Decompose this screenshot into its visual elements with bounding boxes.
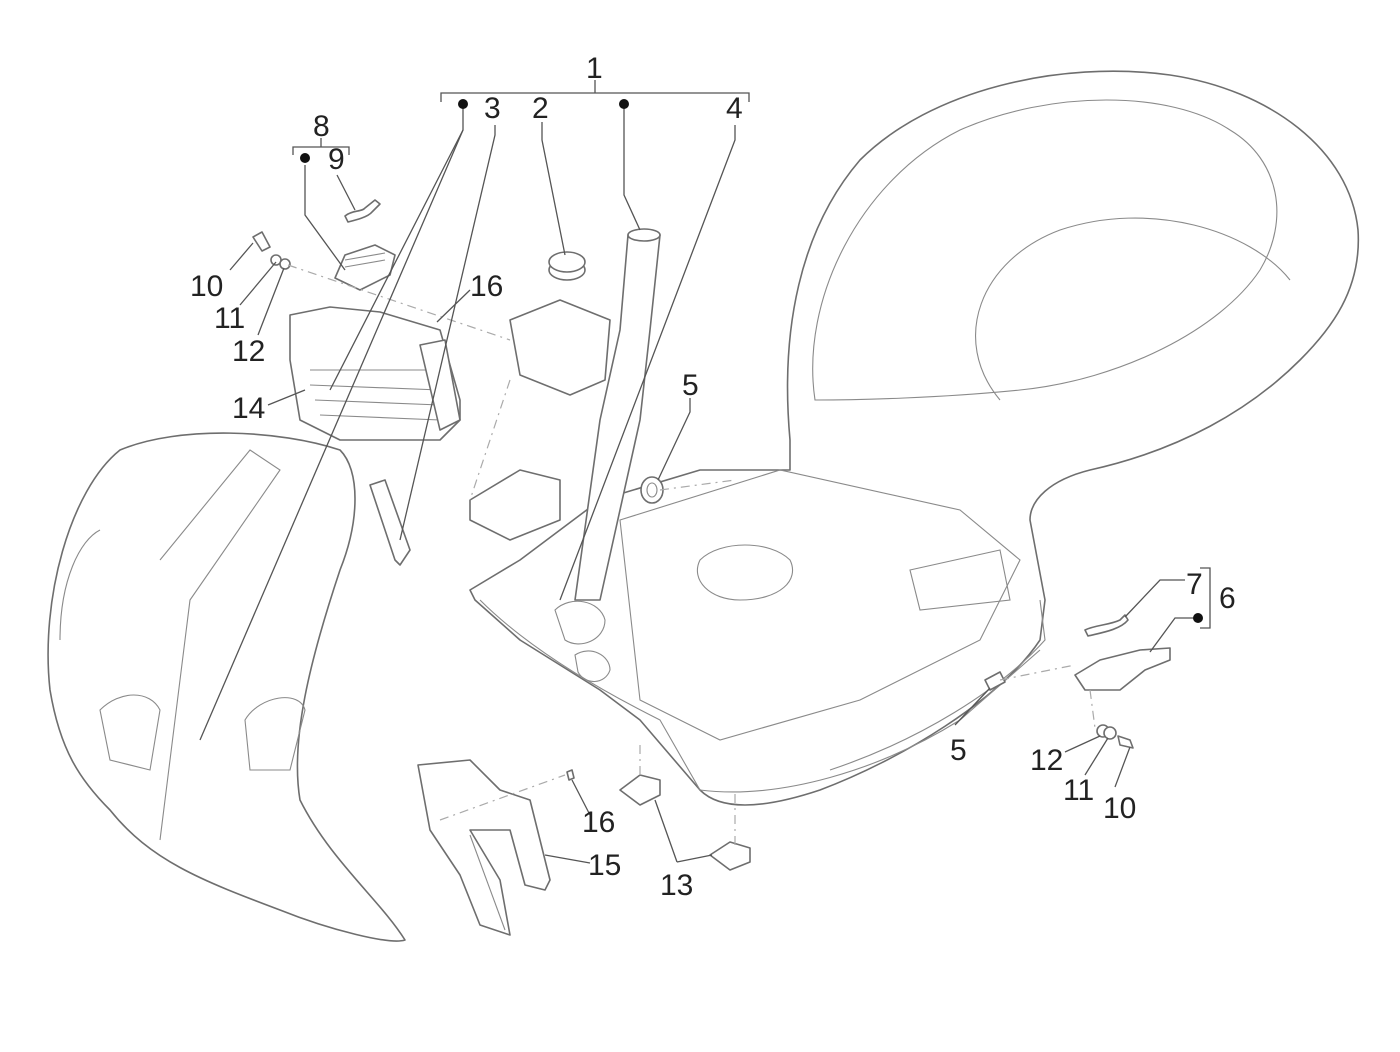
callout-10-right: 10 xyxy=(1103,792,1136,825)
callout-16-upper: 16 xyxy=(470,270,503,303)
steering-tube xyxy=(469,228,661,601)
callout-12-left: 12 xyxy=(232,335,265,368)
lock xyxy=(334,244,396,291)
front-shield xyxy=(47,432,406,942)
group-bullet-1b xyxy=(619,99,629,109)
callout-7: 7 xyxy=(1186,568,1203,601)
group-bullet-6 xyxy=(1193,613,1203,623)
group-bullet-8 xyxy=(300,153,310,163)
callout-6: 6 xyxy=(1219,582,1236,615)
headset-ring xyxy=(548,251,586,281)
hook xyxy=(369,479,411,566)
callout-11-right: 11 xyxy=(1063,774,1094,807)
spring xyxy=(344,199,381,223)
callout-5-lower: 5 xyxy=(950,734,967,767)
callout-13: 13 xyxy=(660,869,693,902)
callout-15: 15 xyxy=(588,849,621,882)
fasteners-left xyxy=(252,231,291,270)
callout-11-left: 11 xyxy=(214,302,245,335)
callout-10-left: 10 xyxy=(190,270,223,303)
grommet xyxy=(640,476,664,504)
callout-1: 1 xyxy=(586,52,603,85)
callout-4: 4 xyxy=(726,92,743,125)
callout-14: 14 xyxy=(232,392,265,425)
glovebox-support xyxy=(289,306,461,441)
callout-8: 8 xyxy=(313,110,330,143)
assembly-lines xyxy=(287,264,1096,845)
callout-16-lower: 16 xyxy=(582,806,615,839)
rubber-pad xyxy=(619,774,751,871)
clip xyxy=(984,671,1006,691)
group-bullet-1a xyxy=(458,99,468,109)
callout-2: 2 xyxy=(532,92,549,125)
hook-right xyxy=(1074,614,1171,691)
callout-9: 9 xyxy=(328,143,345,176)
callout-12-right: 12 xyxy=(1030,744,1063,777)
callout-3: 3 xyxy=(484,92,501,125)
clip-small xyxy=(566,769,575,781)
frame-body xyxy=(469,70,1360,806)
callout-5-upper: 5 xyxy=(682,369,699,402)
fasteners-right xyxy=(1096,724,1134,749)
inner-fairing xyxy=(417,759,551,936)
leader-lines xyxy=(199,80,1211,864)
